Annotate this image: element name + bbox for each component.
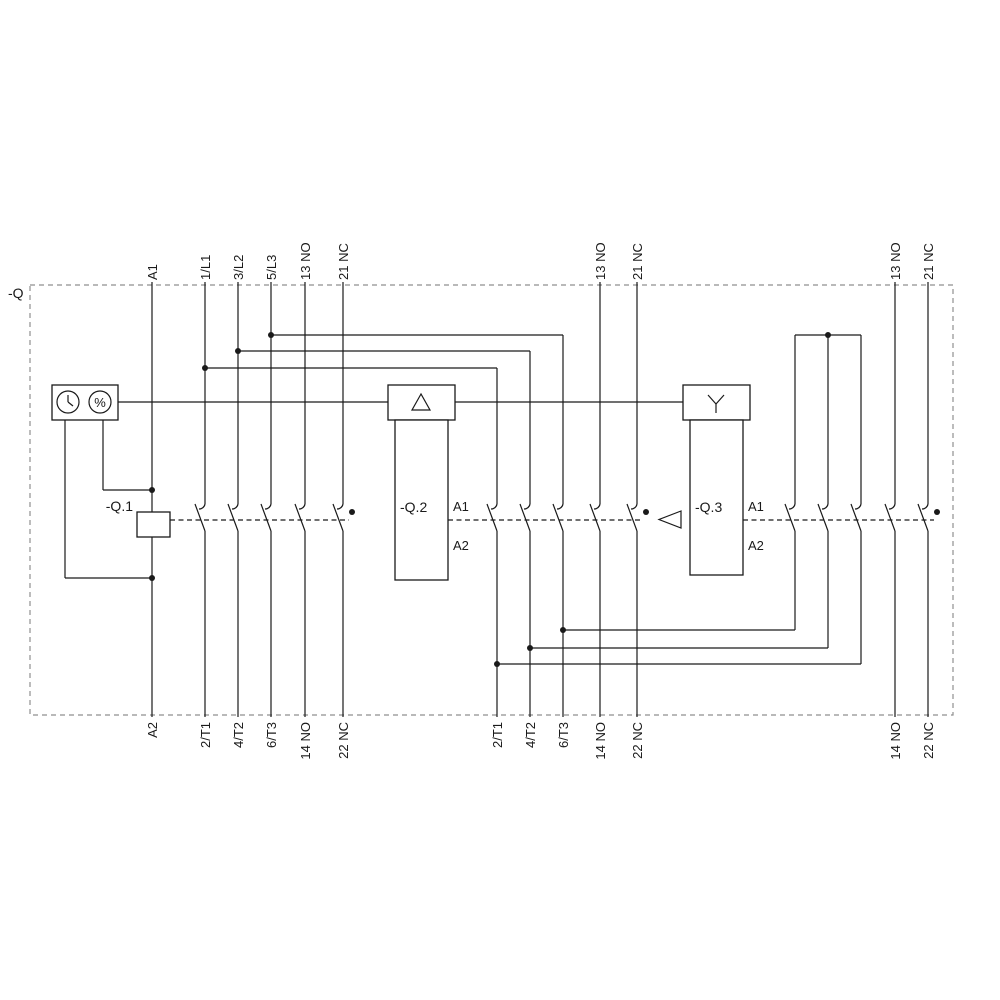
bottom-terminal-label: 22 NC [921,722,936,759]
nc-contact [627,504,649,531]
q2-terminal-a2-label: A2 [453,538,469,553]
no-contact [589,503,601,532]
star-function-box [682,384,751,421]
no-contact [294,503,306,532]
bottom-terminal-label: 2/T1 [198,722,213,748]
nc-contact [918,504,940,531]
timer-box [51,384,119,421]
nc-contact [333,504,355,531]
no-contact [519,503,531,532]
no-contact [784,503,796,532]
no-contact [850,503,862,532]
bottom-terminal-label: 2/T1 [490,722,505,748]
top-terminal-label: 21 NC [921,243,936,280]
no-contact [227,503,239,532]
bottom-terminal-label: 14 NO [888,722,903,760]
contactor-q1: -Q.1 [106,498,171,538]
percent-icon: % [88,390,112,414]
percent-label: % [94,395,106,410]
contactor-q2: -Q.2 A1 A2 [394,419,469,581]
routing-lines [64,334,861,665]
top-terminal-label: 1/L1 [198,255,213,280]
bottom-terminal-label: 6/T3 [264,722,279,748]
top-terminal-label: A1 [145,264,160,280]
top-terminal-label: 13 NO [888,242,903,280]
no-contact [552,503,564,532]
star-box [682,384,751,421]
junction-dots [149,332,831,667]
bottom-terminal-label: 4/T2 [231,722,246,748]
q2-coil [394,419,449,581]
no-contact [884,503,896,532]
delta-icon [410,392,432,411]
frame-dashed-border [29,284,954,716]
vertical-terminal-lines [151,282,929,717]
no-contact [260,503,272,532]
delta-function-box [387,384,456,421]
q1-coil [136,511,171,538]
contactor-q3: -Q.3 A1 A2 [657,419,764,576]
interlock-triangle-icon [657,510,682,529]
top-terminal-labels: A1 1/L1 3/L2 5/L3 13 NO 21 NC 13 NO 21 N… [145,242,936,280]
clock-icon [56,390,80,414]
no-contact [486,503,498,532]
top-terminal-label: 21 NC [336,243,351,280]
no-contact [817,503,829,532]
bottom-terminal-labels: A2 2/T1 4/T2 6/T3 14 NO 22 NC 2/T1 4/T2 … [145,722,936,760]
timer-unit: % [51,384,119,421]
top-terminal-label: 21 NC [630,243,645,280]
q3-coil [689,419,744,576]
bottom-terminal-label: A2 [145,722,160,738]
contacts [194,503,940,532]
frame-label: -Q [8,285,24,301]
bottom-terminal-label: 14 NO [593,722,608,760]
no-contact [194,503,206,532]
q1-label: -Q.1 [106,498,133,514]
bottom-terminal-label: 14 NO [298,722,313,760]
bottom-terminal-label: 4/T2 [523,722,538,748]
top-terminal-label: 5/L3 [264,255,279,280]
bottom-terminal-label: 22 NC [336,722,351,759]
bottom-terminal-label: 22 NC [630,722,645,759]
q3-label: -Q.3 [695,499,722,515]
q2-terminal-a1-label: A1 [453,499,469,514]
q3-terminal-a2-label: A2 [748,538,764,553]
q3-terminal-a1-label: A1 [748,499,764,514]
bottom-terminal-label: 6/T3 [556,722,571,748]
top-terminal-label: 13 NO [593,242,608,280]
top-terminal-label: 13 NO [298,242,313,280]
star-icon [707,394,725,413]
top-terminal-label: 3/L2 [231,255,246,280]
assembly-frame: -Q [8,284,954,716]
q2-label: -Q.2 [400,499,427,515]
